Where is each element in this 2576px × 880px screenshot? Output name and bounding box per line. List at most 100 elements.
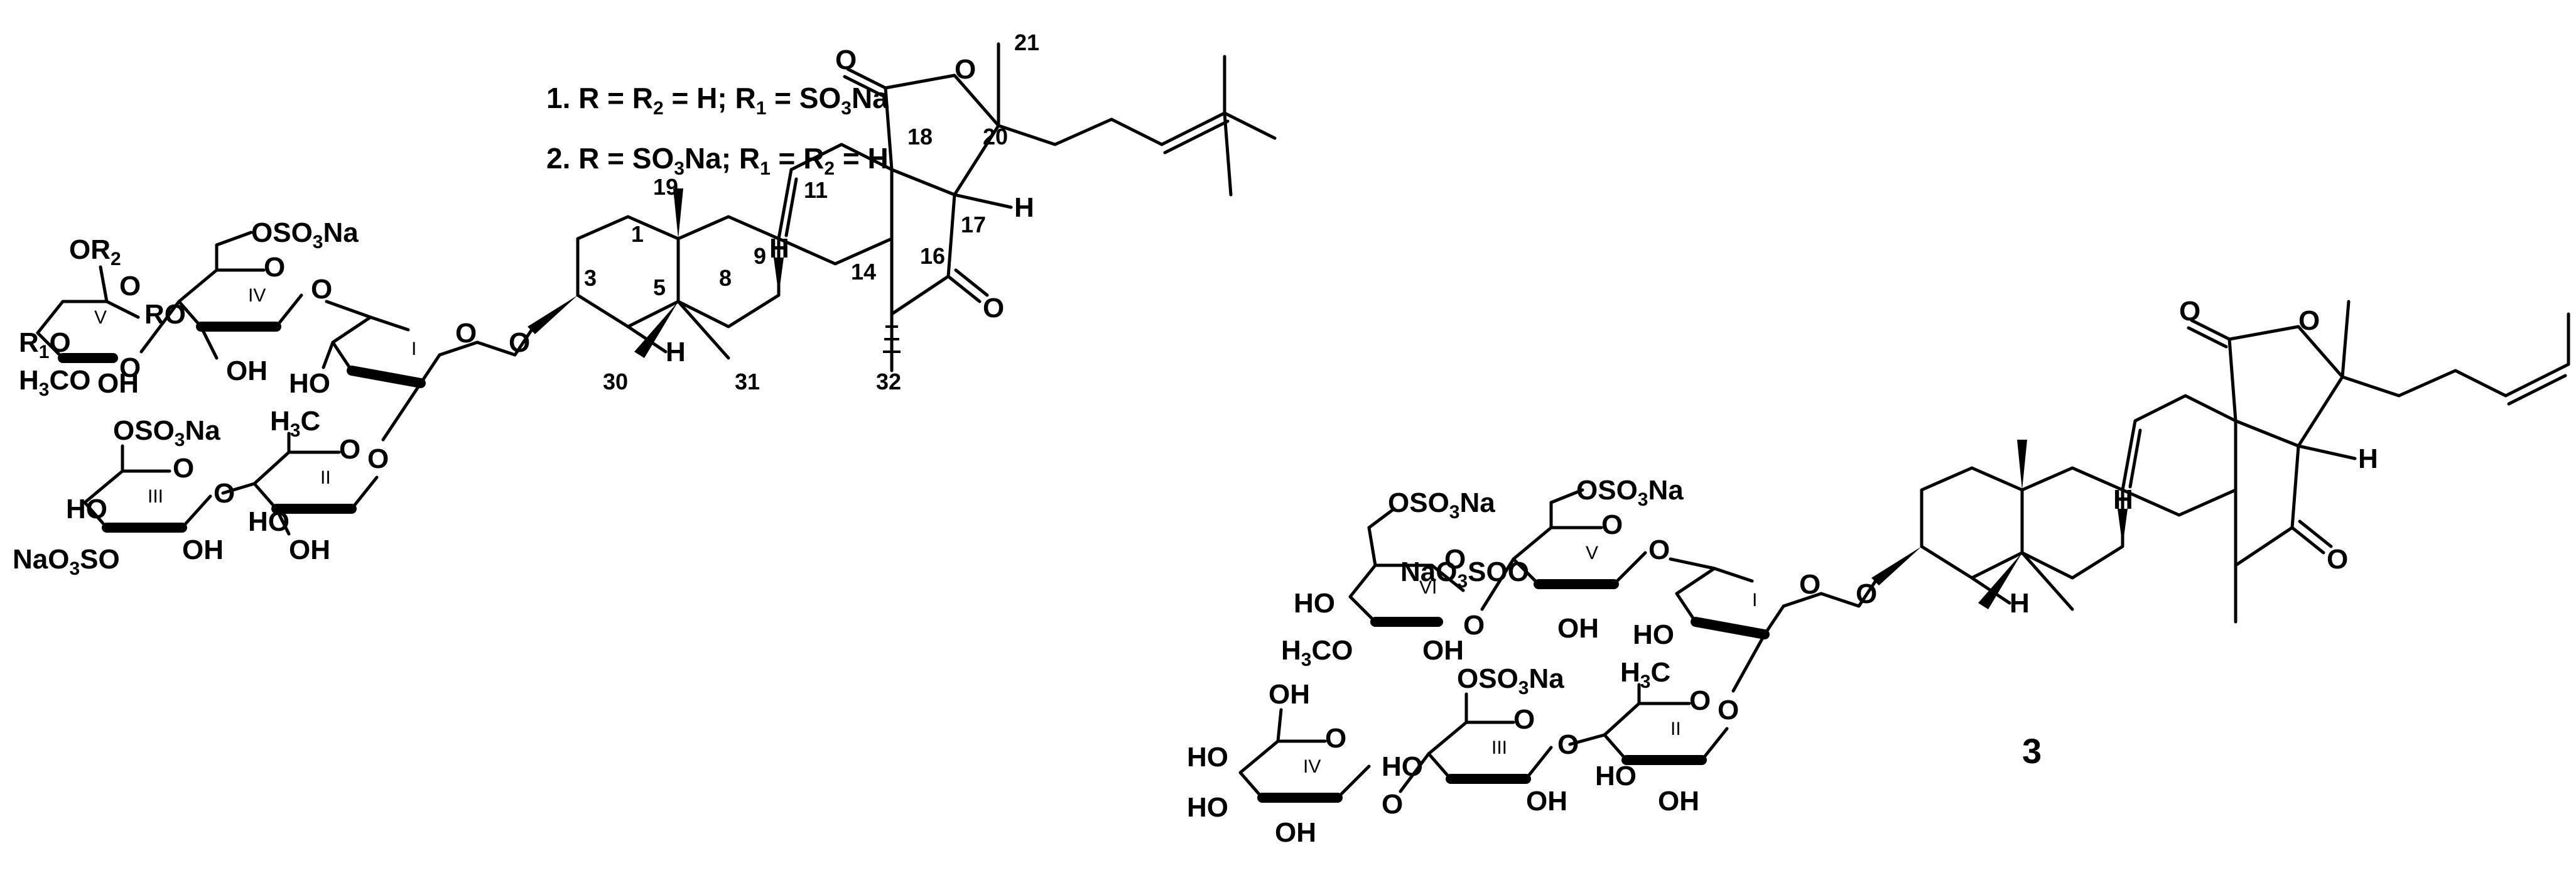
ring-I-O: O xyxy=(455,318,477,349)
num-11: 11 xyxy=(804,177,828,203)
h8: H xyxy=(769,233,789,264)
b-link-O-III-IV: O xyxy=(1382,789,1403,820)
b-h5: H xyxy=(2010,588,2030,619)
num-32: 32 xyxy=(876,369,901,394)
lactone-carbonyl-O: O xyxy=(835,45,857,75)
h17: H xyxy=(1014,192,1034,223)
sugar-chain-bottom: O I O HO O O O V OSO3Na NaO3SOO OH O O V… xyxy=(1187,475,1880,848)
num-5: 5 xyxy=(653,274,666,300)
b-ring-III-OSO3Na: OSO3Na xyxy=(1457,663,1564,698)
ring-II-O: O xyxy=(339,434,360,465)
b-ring-III-OH: OH xyxy=(1526,786,1567,817)
ring-IV-OH: OH xyxy=(226,356,268,386)
legend-line-1: 1. R = R2 = H; R1 = SO3Na xyxy=(546,82,889,119)
b-ring-IV-HO-4: HO xyxy=(1187,742,1228,773)
ring-label-bot-VI: VI xyxy=(1419,577,1437,598)
ring-IV-RO: RO xyxy=(144,299,186,330)
num-8: 8 xyxy=(719,265,732,291)
h5: H xyxy=(666,337,686,367)
b-lactone-carbonyl-O: O xyxy=(2179,296,2200,327)
b-h17: H xyxy=(2358,443,2378,474)
ring-label-bot-IV: IV xyxy=(1303,756,1321,777)
ring-III-OH: OH xyxy=(182,535,224,565)
ring-V-O: O xyxy=(119,271,141,301)
b-ring-III-O: O xyxy=(1513,704,1535,735)
link-O-II-III: O xyxy=(214,478,235,509)
ring-V-OR2: OR2 xyxy=(69,234,121,269)
aglycone-bottom: O O O H H H 3 xyxy=(1871,296,2570,771)
ring-III-HO: HO xyxy=(66,494,107,524)
num-16: 16 xyxy=(920,243,945,269)
ring-label-bot-II: II xyxy=(1670,719,1681,739)
b-ring-II-CH3: H3C xyxy=(1620,657,1670,692)
b-ring-VI-HO: HO xyxy=(1294,588,1335,619)
c16-ketone-O: O xyxy=(983,293,1004,323)
b-lactone-ring-O: O xyxy=(2298,305,2320,336)
aglycone-top: O O O H H H 19 1 3 5 8 9 11 14 16 17 18 … xyxy=(528,30,1277,394)
num-1: 1 xyxy=(631,221,644,247)
ring-label-bot-V: V xyxy=(1586,543,1598,563)
b-ring-V-O: O xyxy=(1601,509,1623,540)
ring-II-CH3: H3C xyxy=(270,406,320,441)
ring-I-HO: HO xyxy=(289,368,330,399)
ring-V-H3CO: H3CO xyxy=(19,365,90,400)
ring-label-top-V: V xyxy=(94,307,107,328)
lactone-ring-O: O xyxy=(955,54,976,85)
b-ring-II-O: O xyxy=(1689,685,1711,716)
num-3: 3 xyxy=(584,265,597,291)
legend: 1. R = R2 = H; R1 = SO3Na 2. R = SO3Na; … xyxy=(546,82,889,179)
legend-line-2: 2. R = SO3Na; R1 = R2 = H xyxy=(546,142,889,179)
num-21: 21 xyxy=(1014,30,1039,55)
ring-label-top-I: I xyxy=(411,339,416,359)
b-ring-III-HO: HO xyxy=(1382,751,1423,782)
b-ring-VI-OH: OH xyxy=(1422,635,1464,666)
ring-V-R1O: R1O xyxy=(19,327,71,362)
ring-III-NaO3SO: NaO3SO xyxy=(13,544,120,579)
b-ring-V-NaO3SO: NaO3SOO xyxy=(1400,557,1529,592)
num-20: 20 xyxy=(983,124,1008,149)
ring-IV-OSO3Na: OSO3Na xyxy=(251,217,359,253)
ring-IV-O: O xyxy=(264,252,285,283)
sugar-chain-top: O I O HO O O O IV OSO3Na RO OH O O V OR2… xyxy=(13,217,536,579)
ring-II-OH: OH xyxy=(289,535,330,565)
b-link-O-I-V: O xyxy=(1648,535,1670,565)
compound-3-label: 3 xyxy=(2022,731,2042,771)
b-ring-VI-O: O xyxy=(1444,544,1466,575)
num-19: 19 xyxy=(653,174,678,200)
num-14: 14 xyxy=(851,259,876,285)
num-31: 31 xyxy=(735,369,760,394)
num-9: 9 xyxy=(754,243,766,269)
glycosidic-O-c3: O xyxy=(509,327,530,358)
b-glycosidic-O-c3: O xyxy=(1856,579,1877,609)
b-ring-V-OH: OH xyxy=(1557,613,1599,644)
ring-V-OH: OH xyxy=(97,368,139,399)
link-O-I-II: O xyxy=(367,443,389,474)
b-h8: H xyxy=(2113,484,2133,515)
b-ring-II-HO: HO xyxy=(1595,761,1637,791)
b-link-O-II-III: O xyxy=(1557,729,1579,760)
b-ring-VI-OSO3Na: OSO3Na xyxy=(1388,487,1495,523)
num-17: 17 xyxy=(961,212,986,237)
b-ring-VI-H3CO: H3CO xyxy=(1281,635,1353,670)
ring-label-top-IV: IV xyxy=(248,285,266,306)
b-ring-I-O: O xyxy=(1799,569,1821,600)
num-18: 18 xyxy=(907,124,933,149)
b-ring-V-OSO3Na: OSO3Na xyxy=(1576,475,1684,510)
ring-III-OSO3Na: OSO3Na xyxy=(113,415,220,450)
b-ring-I-HO: HO xyxy=(1633,619,1674,650)
b-link-O-V-VI: O xyxy=(1463,610,1485,641)
link-O-IV-V: O xyxy=(119,352,141,383)
ring-label-top-II: II xyxy=(320,467,331,488)
ring-label-bot-I: I xyxy=(1752,590,1757,611)
b-ring-II-OH: OH xyxy=(1658,786,1699,817)
b-ring-IV-O: O xyxy=(1325,723,1346,754)
ring-II-HO: HO xyxy=(248,506,290,537)
ring-label-top-III: III xyxy=(148,486,163,507)
b-link-O-I-II: O xyxy=(1718,695,1739,725)
link-O-I-IV: O xyxy=(311,274,332,305)
b-ring-IV-HO-3: HO xyxy=(1187,792,1228,823)
b-c16-ketone-O: O xyxy=(2327,544,2348,575)
num-30: 30 xyxy=(603,369,628,394)
